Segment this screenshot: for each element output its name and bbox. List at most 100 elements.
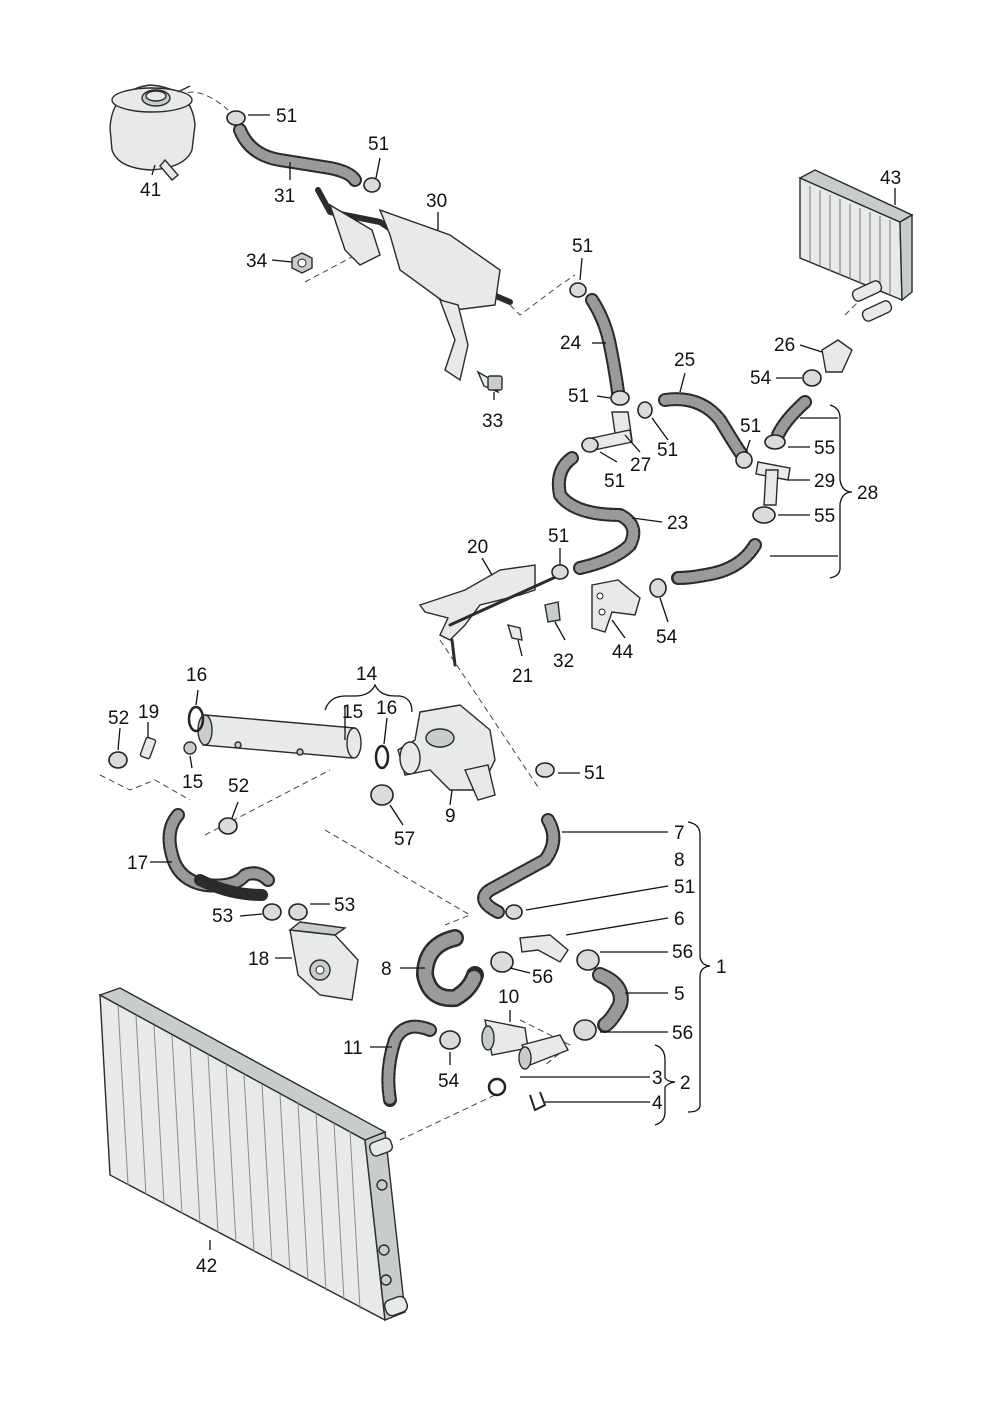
bolt-19 [139, 736, 157, 760]
callout-17: 17 [127, 853, 148, 874]
hose-8 [416, 929, 484, 1008]
callout-24: 24 [560, 333, 582, 354]
callout-20: 20 [467, 537, 488, 558]
callout-51: 51 [568, 386, 589, 407]
callout-25: 25 [674, 350, 695, 371]
callout-18: 18 [248, 949, 269, 970]
clamp-54 [649, 578, 667, 598]
clamp-51 [569, 282, 587, 298]
plug-15 [183, 741, 197, 755]
leader-lines [117, 114, 896, 1250]
bracket-20 [418, 564, 562, 667]
hose-5 [592, 967, 629, 1033]
callout-2: 2 [680, 1073, 691, 1094]
callout-15: 15 [182, 772, 203, 793]
clamp-56 [576, 949, 600, 971]
callout-51: 51 [572, 236, 593, 257]
oil-cooler [288, 921, 359, 1001]
callout-16: 16 [376, 698, 397, 719]
callout-52: 52 [108, 708, 129, 729]
heater-core [798, 169, 914, 322]
clamp-55 [764, 434, 786, 450]
callout-56: 56 [532, 967, 553, 988]
callout-57: 57 [394, 829, 415, 850]
hose-24 [585, 293, 625, 399]
clamp-56 [490, 951, 514, 973]
callout-29: 29 [814, 471, 835, 492]
hose-clamps [108, 110, 822, 1050]
callout-43: 43 [880, 168, 901, 189]
callout-21: 21 [512, 666, 533, 687]
callout-3: 3 [652, 1068, 663, 1089]
radiator [98, 987, 409, 1322]
connector-26 [821, 339, 853, 373]
callout-7: 7 [674, 823, 685, 844]
callout-55: 55 [814, 506, 835, 527]
pipe-6 [519, 934, 569, 963]
callout-34: 34 [246, 251, 268, 272]
callout-42: 42 [196, 1256, 217, 1277]
retaining-clip-4 [529, 1091, 547, 1112]
coolant-pipe-15 [197, 714, 362, 759]
callout-1: 1 [716, 957, 727, 978]
callout-15: 15 [342, 702, 363, 723]
callout-51: 51 [674, 877, 695, 898]
callout-51: 51 [276, 106, 297, 127]
callout-51: 51 [584, 763, 605, 784]
callout-56: 56 [672, 942, 693, 963]
o-ring-16 [187, 705, 390, 770]
callout-27: 27 [630, 455, 651, 476]
callout-54: 54 [438, 1071, 460, 1092]
clamp-54 [439, 1030, 461, 1050]
hose-7 [477, 813, 561, 919]
callout-56: 56 [672, 1023, 693, 1044]
clamp-51 [505, 904, 523, 920]
callout-54: 54 [656, 627, 678, 648]
callout-55: 55 [814, 438, 835, 459]
clamp-51 [535, 762, 555, 778]
connector-10 [481, 1019, 529, 1056]
callout-5: 5 [674, 984, 685, 1005]
o-ring-2 [487, 1077, 507, 1097]
clamp-51 [637, 401, 653, 419]
clamp-55 [752, 506, 776, 524]
flange-44 [591, 579, 641, 633]
clamp-51 [363, 177, 381, 193]
thermostat-housing [397, 704, 496, 801]
hose-25 [658, 392, 749, 462]
callout-28: 28 [857, 483, 878, 504]
callout-44: 44 [612, 642, 634, 663]
clamp-57 [370, 784, 394, 806]
callout-52: 52 [228, 776, 249, 797]
clamp-51 [610, 390, 630, 406]
callout-6: 6 [674, 909, 685, 930]
clamp-53 [262, 903, 282, 921]
callout-53: 53 [334, 895, 355, 916]
t-piece-27 [591, 411, 633, 451]
callout-26: 26 [774, 335, 795, 356]
callout-51: 51 [657, 440, 678, 461]
coolant-pipe-30 [315, 187, 513, 382]
callout-31: 31 [274, 186, 295, 207]
clamp-53 [288, 903, 308, 921]
clamp-54 [802, 369, 822, 387]
callout-4: 4 [652, 1093, 663, 1114]
callout-51: 51 [368, 134, 389, 155]
hose-31 [233, 123, 362, 187]
clamp-51 [551, 564, 569, 580]
clip-32 [544, 601, 561, 623]
bolt-21 [506, 624, 523, 641]
callout-51: 51 [604, 471, 625, 492]
callout-32: 32 [553, 651, 574, 672]
callout-53: 53 [212, 906, 233, 927]
callout-numbers: 51 51 41 31 30 34 33 51 24 25 51 27 51 5… [108, 106, 901, 1277]
callout-11: 11 [343, 1038, 363, 1059]
callout-16: 16 [186, 665, 207, 686]
callout-8: 8 [381, 959, 392, 980]
callout-51: 51 [548, 526, 569, 547]
clamp-56 [573, 1019, 597, 1041]
callout-30: 30 [426, 191, 447, 212]
callout-14: 14 [356, 664, 378, 685]
hose-23 [551, 451, 641, 575]
